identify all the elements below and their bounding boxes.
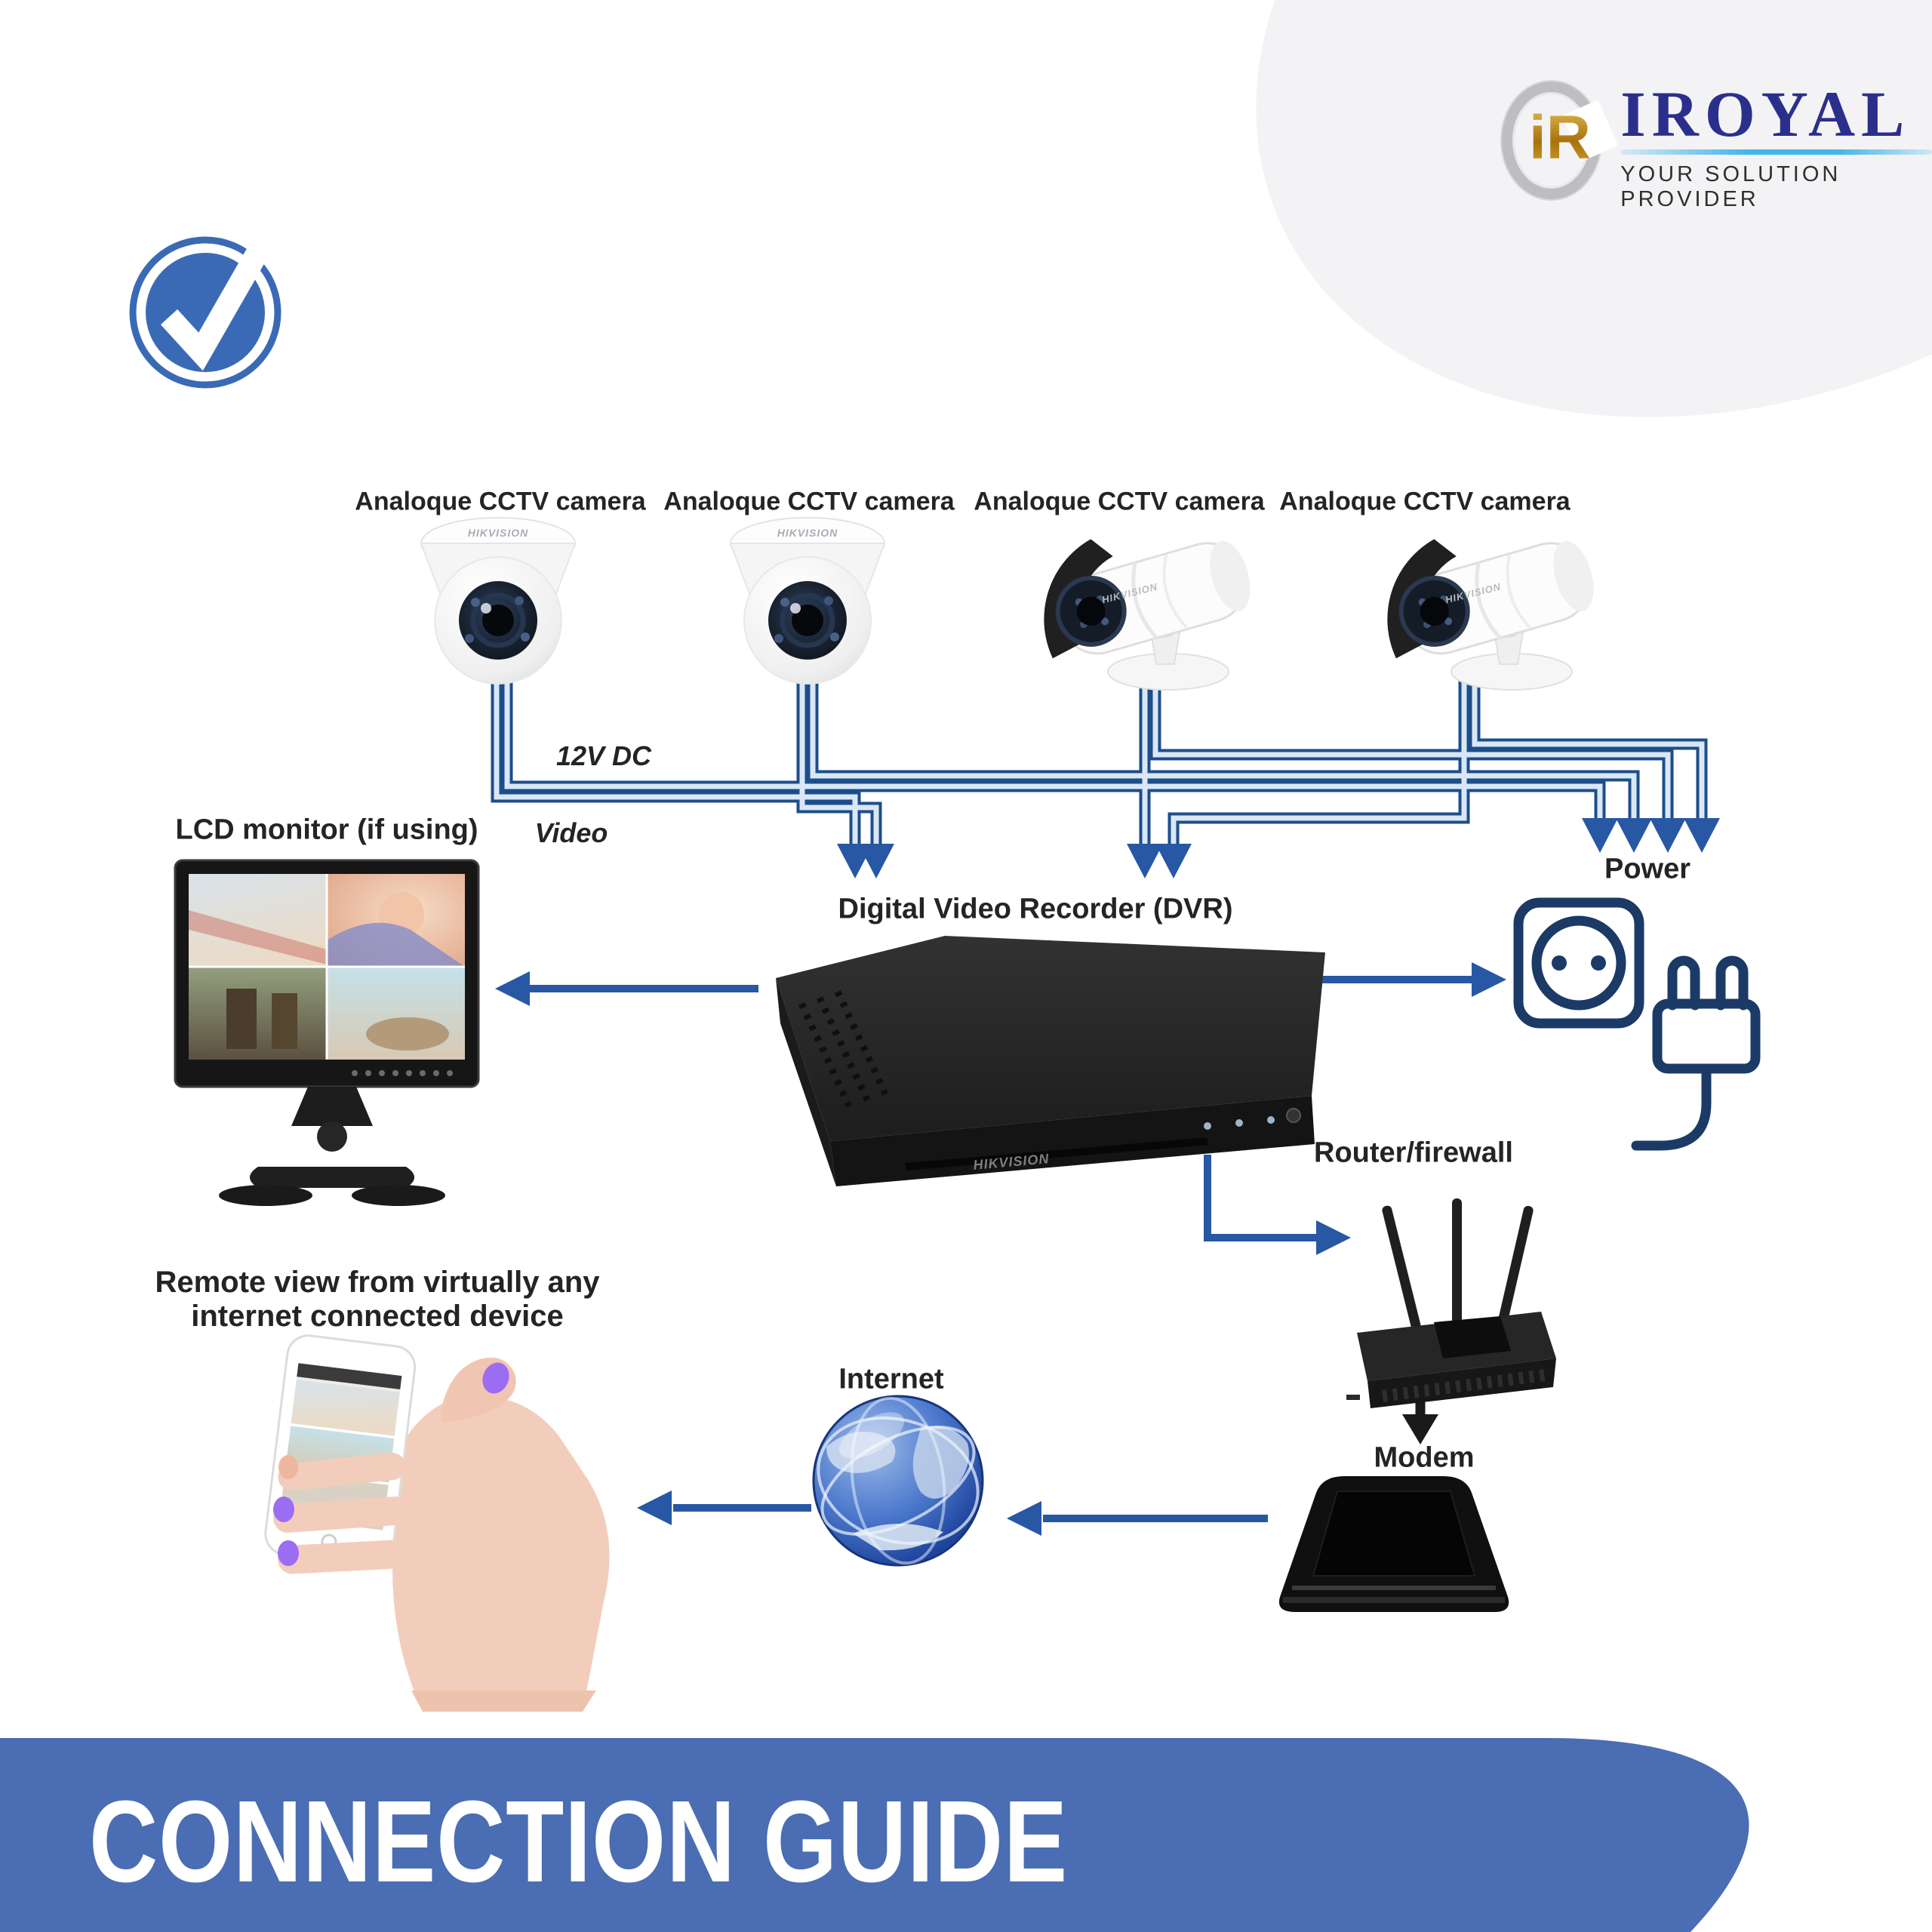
remote-view-label-line2: internet connected device [191, 1300, 564, 1333]
wire-harness-core [494, 678, 1705, 847]
dome2-brand-text: HIKVISION [777, 527, 838, 539]
wire-harness [491, 678, 1708, 847]
remote-view-label-line1: Remote view from virtually any [155, 1266, 600, 1300]
logo-brand-name: IROYAL [1620, 78, 1911, 150]
logo-underline [1620, 149, 1932, 155]
connector-arrows [495, 962, 1506, 1536]
banner-shape [0, 1738, 1749, 1932]
wire-arrowheads [837, 818, 1720, 878]
camera-label-3: Analoque CCTV camera [974, 487, 1265, 516]
internet-label: Internet [838, 1363, 944, 1395]
logo-text-block: IROYAL YOUR SOLUTION PROVIDER [1620, 82, 1932, 212]
dome-camera-1 [421, 518, 575, 684]
dome1-brand-text: HIKVISION [467, 527, 529, 539]
modem-device [1278, 1476, 1509, 1612]
camera-label-2: Analoque CCTV camera [663, 487, 955, 516]
logo-monogram: iR [1529, 103, 1591, 172]
dvr-device [776, 936, 1325, 1186]
dvr-label: Digital Video Recorder (DVR) [838, 893, 1233, 925]
brand-logo: iR IROYAL YOUR SOLUTION PROVIDER [1502, 82, 1932, 212]
internet-globe-icon [812, 1395, 984, 1567]
lcd-monitor [174, 859, 480, 1206]
logo-ring-icon: iR [1502, 82, 1601, 199]
dome-camera-2 [731, 518, 884, 684]
power-outlet-icon [1513, 897, 1761, 1151]
banner-title: CONNECTION GUIDE [89, 1777, 1069, 1906]
phone-in-hand [264, 1334, 610, 1712]
router-label: Router/firewall [1314, 1137, 1513, 1169]
wire-label-video: Video [534, 817, 608, 848]
modem-label: Modem [1374, 1441, 1475, 1474]
power-label: Power [1604, 853, 1691, 885]
remote-view-label: Remote view from virtually any internet … [155, 1266, 599, 1334]
router-device [1346, 1198, 1556, 1408]
camera-label-1: Analoque CCTV camera [355, 487, 646, 516]
logo-tagline: YOUR SOLUTION PROVIDER [1620, 162, 1841, 211]
monitor-label: LCD monitor (if using) [175, 814, 478, 846]
wire-label-12vdc: 12V DC [555, 740, 652, 771]
checkmark-badge-icon [129, 232, 281, 389]
camera-label-4: Analoque CCTV camera [1279, 487, 1571, 516]
wire-cam4-video [1168, 678, 1470, 847]
